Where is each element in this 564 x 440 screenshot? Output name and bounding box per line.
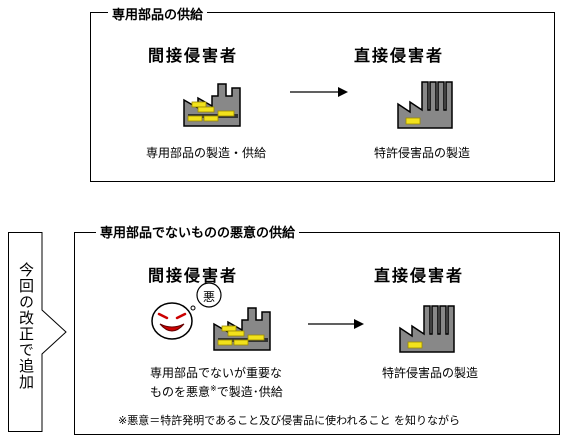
top-indirect-caption: 専用部品の製造・供給 [146, 146, 267, 160]
bottom-indirect-caption-line1: 専用部品でないが重要な [150, 366, 283, 380]
factory-icon [399, 305, 455, 353]
top-panel [90, 12, 555, 182]
malice-footnote: ※悪意＝特許発明であること及び侵害品に使われること を知りながら [118, 414, 461, 427]
footnote-mark: ※ [210, 384, 217, 393]
top-indirect-infringer-label: 間接侵害者 [148, 46, 239, 65]
top-direct-infringer-label: 直接侵害者 [354, 46, 445, 65]
bottom-direct-caption: 特許侵害品の製造 [382, 366, 479, 380]
malice-bubble-text: 悪 [203, 290, 216, 304]
caption-malice-text: ものを悪意 [150, 385, 211, 399]
bottom-panel [74, 232, 560, 435]
factory-icon [397, 81, 453, 129]
top-supply-arrow [290, 87, 348, 97]
bottom-indirect-caption-line2: ものを悪意※で製造･供給 [150, 383, 283, 400]
bottom-direct-infringer-label: 直接侵害者 [374, 266, 465, 285]
bottom-panel-title: 専用部品でないものの悪意の供給 [96, 222, 300, 241]
caption-manufacture-text: で製造･供給 [216, 385, 283, 399]
malicious-face-icon [151, 302, 193, 340]
top-direct-caption: 特許侵害品の製造 [374, 146, 471, 160]
added-by-revision-label: 今回の改正で追加 [17, 262, 35, 390]
top-panel-title: 専用部品の供給 [108, 4, 208, 23]
bottom-supply-arrow [308, 319, 364, 329]
added-by-revision-arrow [8, 232, 67, 432]
thought-bubble-icon [190, 282, 222, 311]
factory-with-parts-icon [213, 307, 271, 351]
bottom-indirect-infringer-label: 間接侵害者 [148, 266, 239, 285]
factory-with-parts-icon [183, 83, 241, 127]
